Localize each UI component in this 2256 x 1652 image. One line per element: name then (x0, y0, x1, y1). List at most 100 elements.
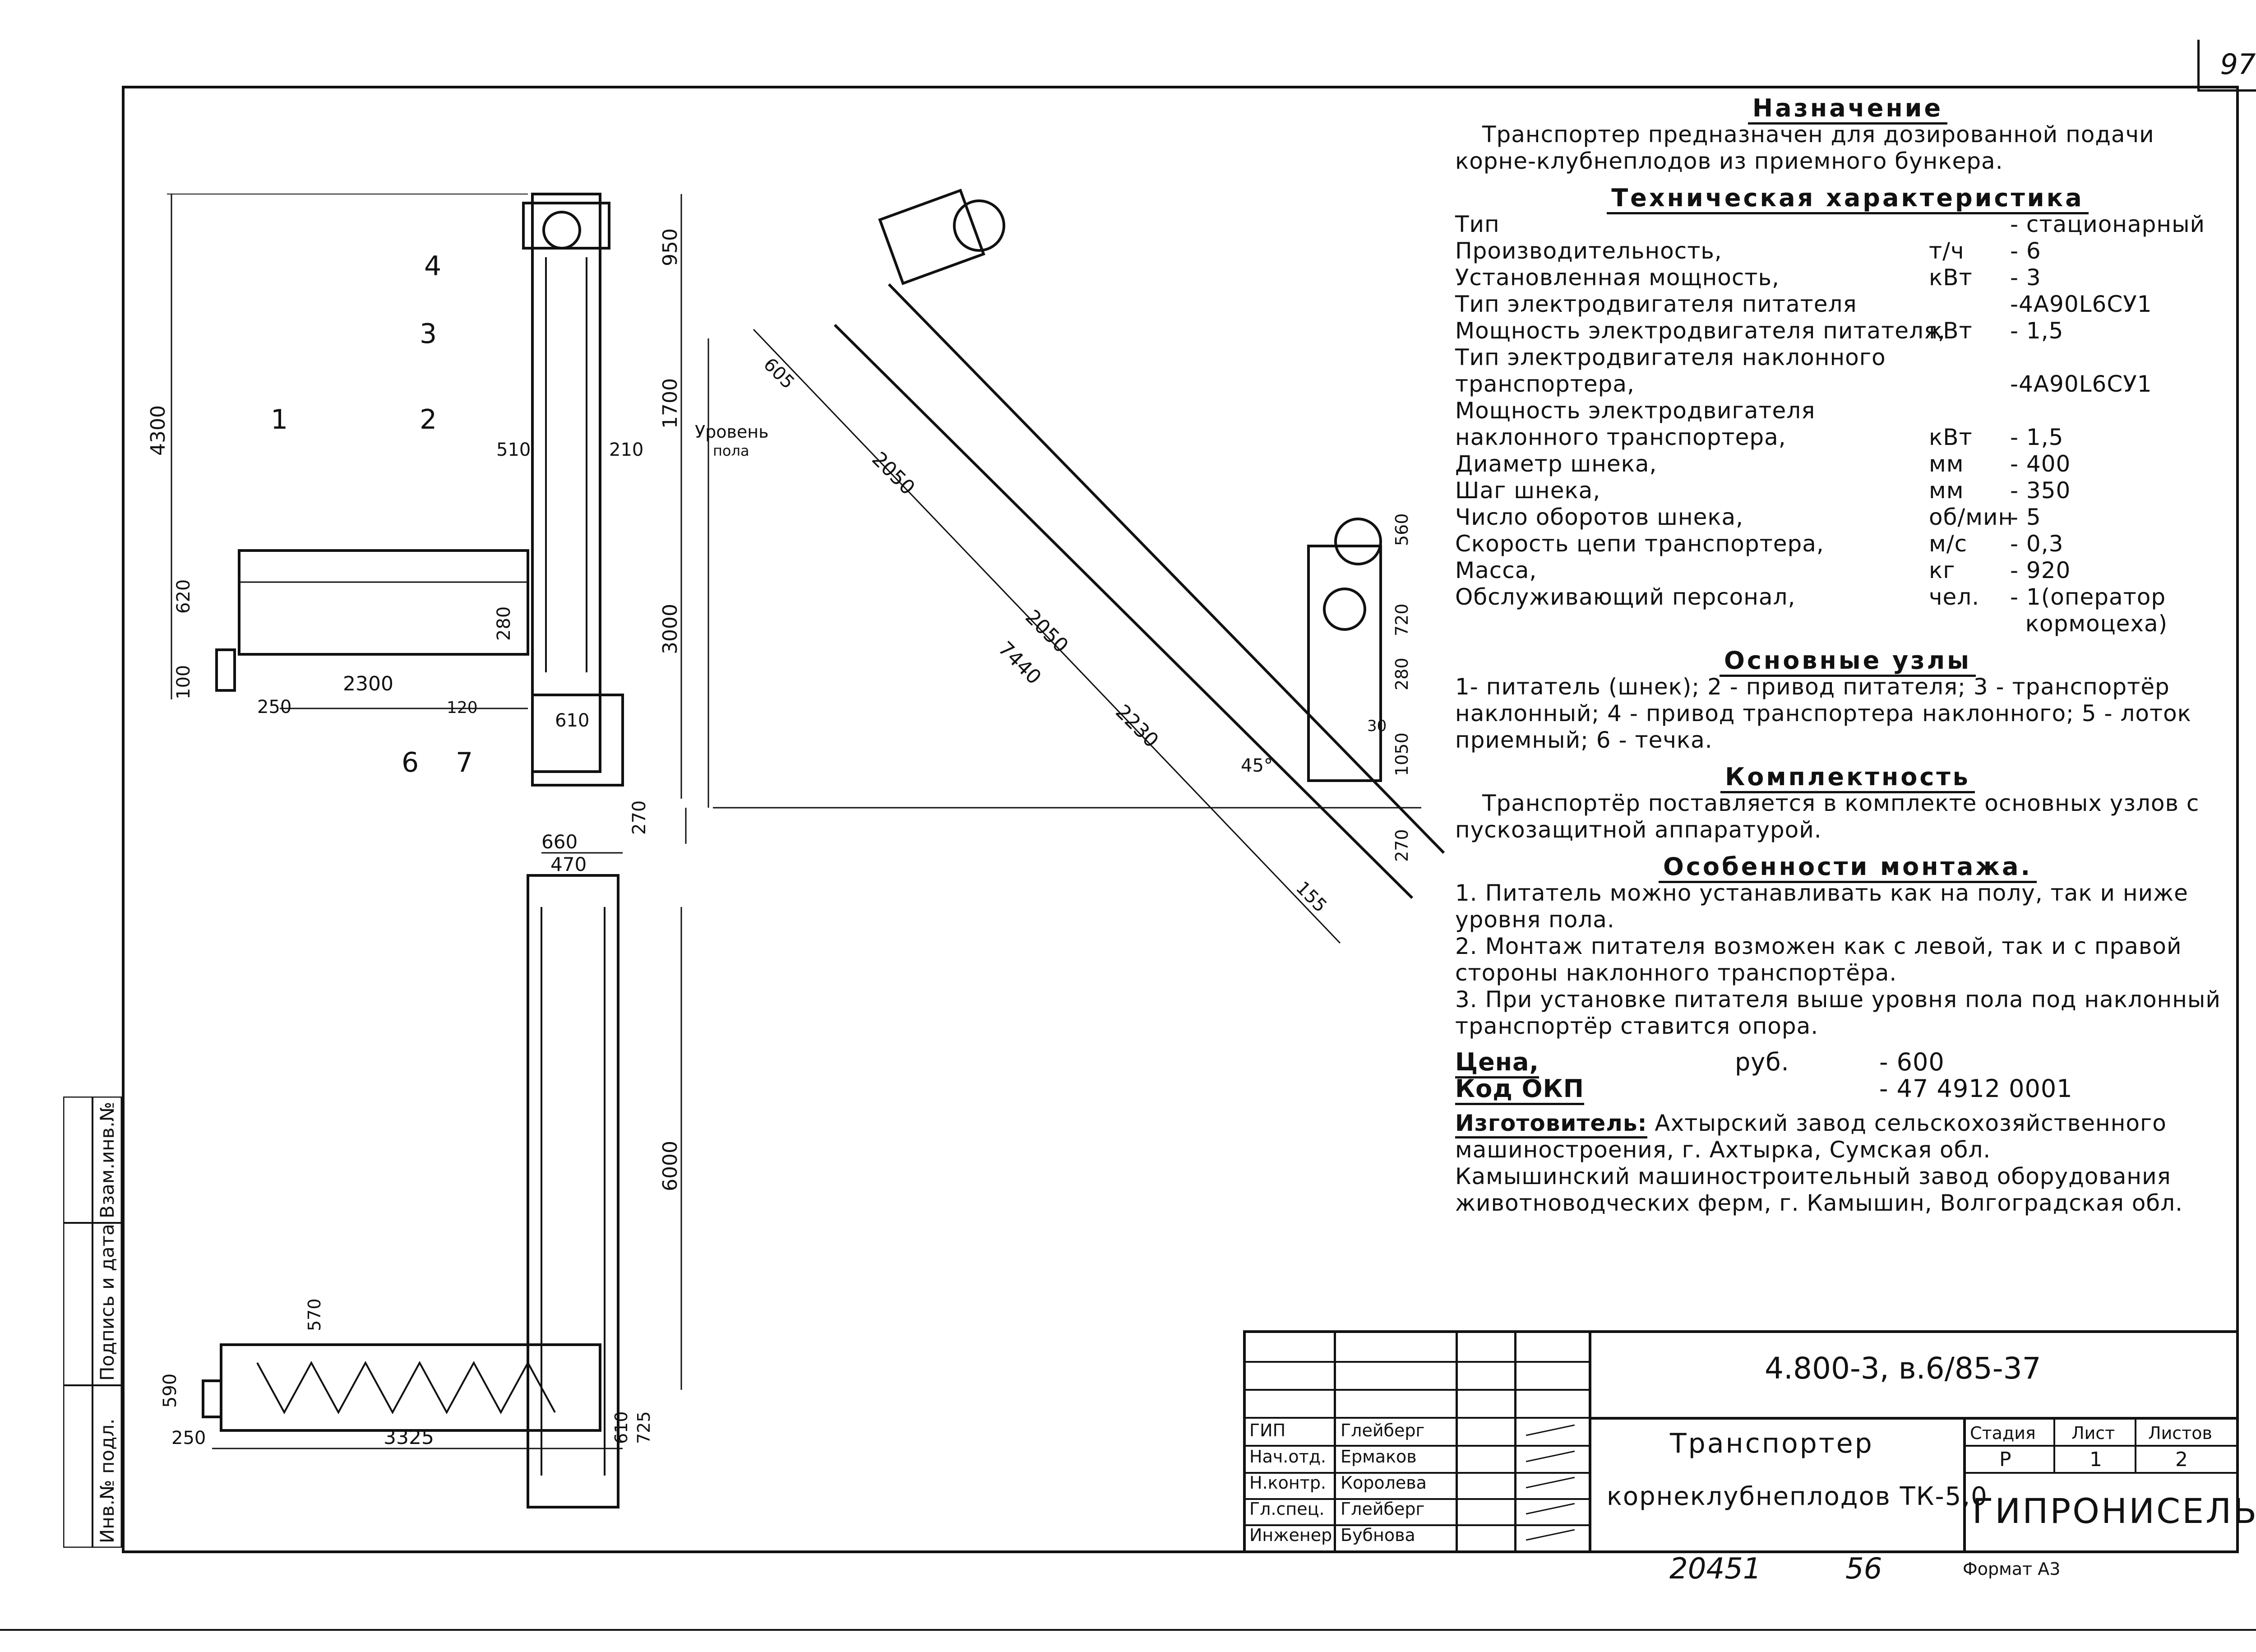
doc-code: 4.800-3, в.6/85-37 (1765, 1351, 2041, 1386)
spec-value: - 3 (2010, 264, 2041, 291)
sheet-label: Лист (2071, 1423, 2115, 1443)
page-number: 97 (2197, 40, 2256, 92)
footer-mid: 56 (1845, 1552, 1882, 1586)
signature-mark (1526, 1529, 1575, 1541)
spec-name: Обслуживающий персонал, (1455, 584, 1796, 610)
title-line-2: корнеклубнеплодов ТК-5,0 (1607, 1482, 1988, 1511)
drive-unit (1307, 545, 1382, 782)
spec-unit (1929, 371, 2010, 398)
spec-unit: мм (1929, 451, 1964, 477)
dim-100: 100 (173, 665, 194, 699)
manufacturer-1: Изготовитель: Ахтырский завод сельскохоз… (1455, 1110, 2240, 1163)
mounting-note-1: 1. Питатель можно устанавливать как на п… (1455, 880, 2188, 933)
spec-value: -4А90L6СУ1 (2010, 371, 2152, 397)
spec-unit: об/мин (1929, 504, 2014, 530)
dim-605: 605 (759, 354, 799, 393)
part-label-3: 3 (420, 318, 437, 350)
spec-value: - 6 (2010, 238, 2041, 264)
mounting-note-3: 3. При установке питателя выше уровня по… (1455, 986, 2221, 1039)
price-label: Цена, (1455, 1048, 1735, 1078)
dim-7440: 7440 (994, 637, 1045, 689)
spec-value (2010, 344, 2240, 371)
price-row: Цена, руб. - 600 Код ОКП - 47 4912 0001 (1455, 1048, 2240, 1105)
dim-280: 280 (494, 606, 514, 641)
price-value: - 600 (1879, 1048, 1945, 1076)
dim-570: 570 (305, 1298, 324, 1331)
spec-unit: кВт (1929, 424, 1973, 450)
dim-610-plan: 610 (611, 1411, 631, 1444)
spec-unit (1929, 211, 2010, 238)
sheets-value: 2 (2175, 1448, 2188, 1471)
spec-name: наклонного транспортера, (1455, 424, 1786, 450)
signature-mark (1526, 1503, 1575, 1515)
mounting-note-2: 2. Монтаж питателя возможен как с левой,… (1455, 933, 2182, 986)
dim-1700: 1700 (659, 378, 682, 429)
dim-250-plan: 250 (171, 1428, 206, 1448)
part-label-7: 7 (456, 747, 473, 778)
dim-6000: 6000 (659, 1141, 682, 1191)
spec-unit (1929, 611, 2010, 637)
spec-value: - 1(оператор (2010, 584, 2166, 610)
floor-level-label: Уровень (695, 422, 769, 442)
spec-name: Число оборотов шнека, (1455, 504, 1744, 530)
dim-155: 155 (1292, 878, 1331, 917)
dim-270-front: 270 (629, 801, 650, 835)
spec-name: Тип электродвигателя наклонного (1455, 344, 1886, 370)
spec-value: кормоцеха) (2010, 611, 2168, 637)
side-stamp: Инв.№ подл. Подпись и дата Взам.инв.№ (62, 1095, 123, 1549)
signature-mark (1526, 1450, 1575, 1462)
manufacturer-text-1: Ахтырский завод сельскохозяйственного ма… (1455, 1110, 2167, 1163)
signature-role: ГИП (1249, 1421, 1286, 1440)
spec-value: - 400 (2010, 451, 2071, 477)
units-text: 1- питатель (шнек); 2 - привод питателя;… (1455, 674, 2191, 753)
signature-name: Бубнова (1341, 1525, 1415, 1545)
text-block: Назначение Транспортер предназначен для … (1455, 94, 2240, 1217)
completeness-text: Транспортёр поставляется в комплекте осн… (1455, 790, 2200, 843)
spec-name: Шаг шнека, (1455, 477, 1601, 504)
spec-name: Тип электродвигателя питателя (1455, 291, 1857, 317)
spec-unit: кг (1929, 557, 1956, 583)
dim-120: 120 (447, 699, 478, 717)
floor-level-label-2: пола (713, 442, 749, 459)
dim-470: 470 (550, 853, 587, 875)
spec-value: - 0,3 (2010, 531, 2064, 557)
dim-210: 210 (609, 440, 643, 460)
spec-name: Масса, (1455, 557, 1537, 583)
okp-label: Код ОКП (1455, 1074, 1735, 1105)
spec-value (2010, 398, 2240, 424)
incline-conveyor (833, 324, 1414, 899)
spec-unit (1929, 291, 2010, 318)
specs-heading: Техническая характеристика (1455, 184, 2240, 214)
spec-name: Скорость цепи транспортера, (1455, 531, 1824, 557)
spec-name: Производительность, (1455, 238, 1722, 264)
manufacturer-text-2: Камышинский машиностроительный завод обо… (1455, 1163, 2183, 1216)
spec-value: - 350 (2010, 477, 2071, 504)
spec-unit: т/ч (1929, 238, 1965, 264)
spec-unit: чел. (1929, 584, 1980, 610)
side-stamp-table: Инв.№ подл. Подпись и дата Взам.инв.№ (62, 1095, 123, 1549)
spec-unit: кВт (1929, 264, 1973, 291)
signature-role: Н.контр. (1249, 1473, 1327, 1493)
signature-name: Королева (1341, 1473, 1427, 1493)
dim-660: 660 (541, 831, 578, 853)
completeness-heading: Комплектность (1455, 763, 2240, 793)
signature-name: Глейберг (1341, 1499, 1425, 1519)
spec-value: - стационарный (2010, 211, 2205, 237)
units-heading: Основные узлы (1455, 646, 2240, 677)
spec-name: Мощность электродвигателя (1455, 398, 1816, 424)
dim-30: 30 (1367, 717, 1387, 735)
stage-label: Стадия (1970, 1423, 2036, 1443)
stamp-inv-label: Инв.№ подл. (96, 1419, 118, 1543)
spec-name: Установленная мощность, (1455, 264, 1780, 291)
conveyor-column (531, 193, 601, 773)
dim-590: 590 (160, 1374, 180, 1408)
spec-unit: кВт (1929, 318, 1973, 344)
spec-value: - 1,5 (2010, 318, 2064, 344)
stage-value: Р (1999, 1448, 2011, 1471)
spec-value: - 1,5 (2010, 424, 2064, 450)
dim-620: 620 (173, 579, 194, 614)
dim-1050: 1050 (1392, 732, 1412, 776)
spec-name: Диаметр шнека, (1455, 451, 1657, 477)
plan-conveyor (527, 874, 619, 1509)
